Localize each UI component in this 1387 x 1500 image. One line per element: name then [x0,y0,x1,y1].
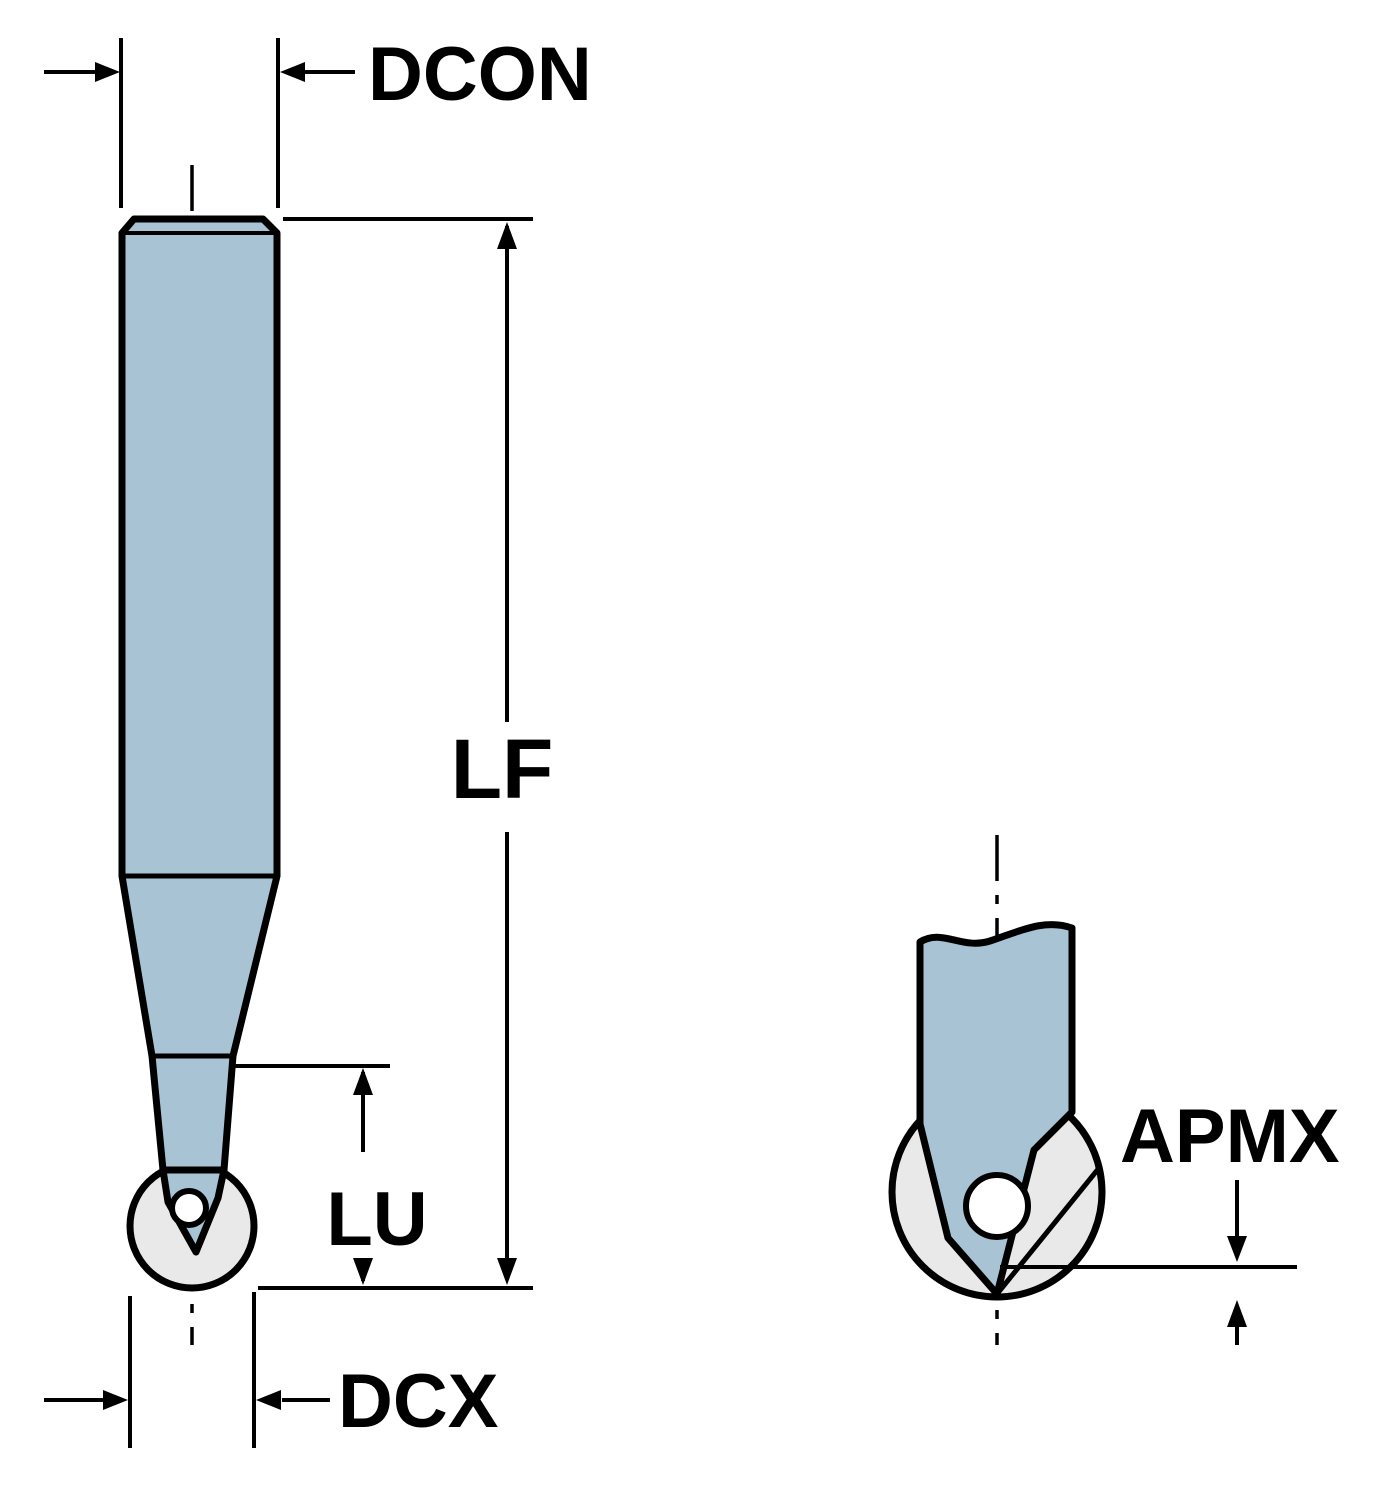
insert-cutting-edge-line [995,1166,1101,1296]
lf-dimension: LF [258,217,554,1290]
dcx-dimension: DCX [44,1292,499,1448]
insert-screw-hole [169,1188,209,1228]
lu-arrowhead-up [353,1068,373,1095]
side-view [118,165,281,1345]
dcon-arrowhead-right-pointing [95,62,120,82]
dcx-arrowhead-right-pointing [103,1390,128,1410]
apmx-label: APMX [1120,1094,1340,1179]
dcon-label: DCON [368,32,592,117]
dcx-label: DCX [338,1359,499,1444]
lf-arrowhead-up [497,222,517,249]
lf-arrowhead-down [497,1258,517,1285]
front-tool-shank [916,921,1076,1298]
front-view [888,835,1106,1345]
apmx-arrowhead-down [1227,1236,1247,1262]
apmx-dimension: APMX [1000,1094,1340,1345]
lu-arrowhead-down [353,1258,373,1285]
lu-label: LU [326,1177,427,1262]
dcon-dimension: DCON [44,32,592,208]
apmx-arrowhead-up [1227,1300,1247,1327]
dcx-arrowhead-left-pointing [256,1390,281,1410]
tool-body [118,215,281,1174]
lf-label: LF [451,722,554,816]
dcon-arrowhead-left-pointing [280,62,305,82]
front-insert-screw-hole [963,1172,1031,1240]
lu-dimension: LU [231,1064,428,1285]
